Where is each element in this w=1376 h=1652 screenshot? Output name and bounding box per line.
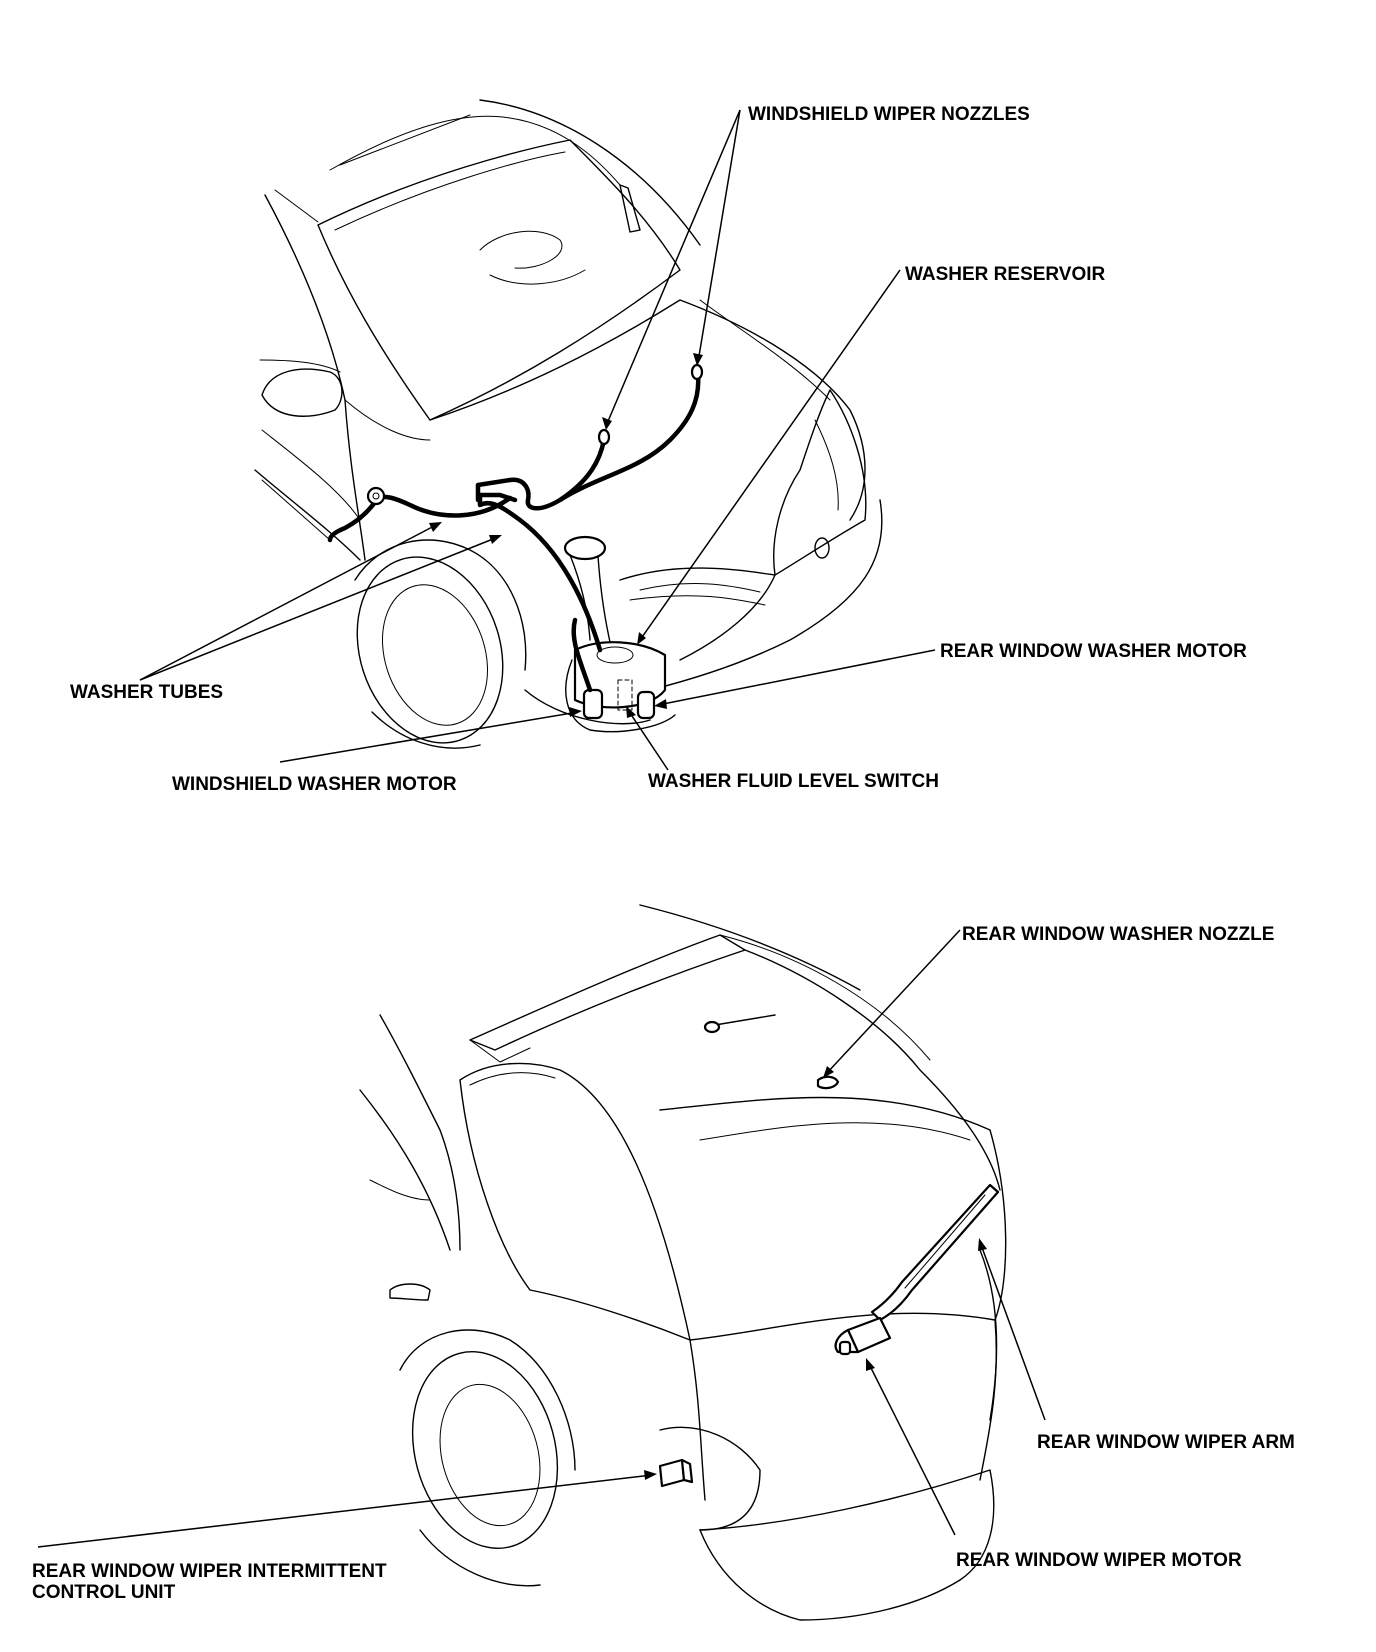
label-windshield-washer-motor: WINDSHIELD WASHER MOTOR (172, 774, 457, 795)
label-washer-tubes: WASHER TUBES (70, 682, 223, 703)
label-rear-window-wiper-intermittent-control-unit-line2: CONTROL UNIT (32, 1582, 176, 1603)
front-vehicle-illustration (254, 99, 883, 749)
label-rear-window-wiper-arm: REAR WINDOW WIPER ARM (1037, 1432, 1295, 1453)
label-washer-fluid-level-switch: WASHER FLUID LEVEL SWITCH (648, 771, 939, 792)
label-windshield-wiper-nozzles: WINDSHIELD WIPER NOZZLES (748, 104, 1030, 125)
rear-vehicle-illustration (359, 904, 1007, 1621)
label-rear-window-washer-nozzle: REAR WINDOW WASHER NOZZLE (962, 924, 1274, 945)
label-rear-window-wiper-motor: REAR WINDOW WIPER MOTOR (956, 1550, 1242, 1571)
label-washer-reservoir: WASHER RESERVOIR (905, 264, 1106, 285)
front-washer-tube-routing (327, 363, 704, 693)
callout-labels: WINDSHIELD WIPER NOZZLES WASHER RESERVOI… (32, 104, 1295, 1603)
label-rear-window-wiper-intermittent-control-unit-line1: REAR WINDOW WIPER INTERMITTENT (32, 1561, 387, 1582)
label-rear-window-washer-motor: REAR WINDOW WASHER MOTOR (940, 641, 1247, 662)
leader-lines (37, 109, 1046, 1548)
